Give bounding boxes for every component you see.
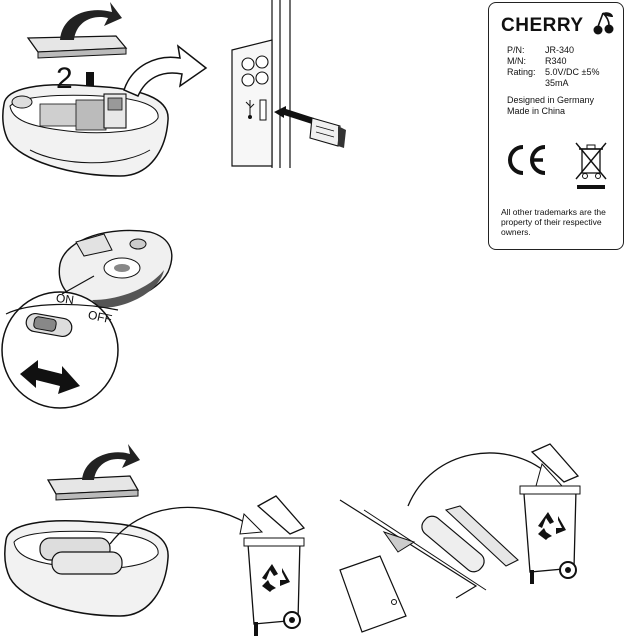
battery-disposal-illustration — [0, 440, 320, 638]
crossed-bin-icon — [573, 139, 609, 191]
usb-insert-illustration — [228, 0, 358, 170]
product-label: CHERRY P/N:JR-340 M/N:R340 Rating:5.0V/D… — [488, 2, 624, 250]
ce-mark-icon — [503, 143, 549, 177]
power-switch-illustration: ON OFF — [0, 210, 180, 410]
made-in: Made in China — [507, 106, 565, 117]
usb-dongle — [104, 94, 126, 128]
recycle-bin — [244, 496, 304, 636]
computer-case-drawing — [228, 0, 358, 170]
spec-row: P/N:JR-340 — [507, 45, 599, 56]
dongle-recycle-drawing — [336, 440, 626, 638]
out-arrow — [124, 46, 206, 96]
dongle-disposal-illustration — [336, 440, 626, 638]
spec-row: 35mA — [507, 78, 599, 89]
switch-on-label: ON — [55, 291, 75, 307]
battery-recycle-drawing — [0, 440, 320, 638]
trademark-notice: All other trademarks are the property of… — [501, 207, 615, 237]
recycle-bin — [520, 444, 580, 584]
spec-row: M/N:R340 — [507, 56, 599, 67]
spec-row: Rating:5.0V/DC ±5% — [507, 67, 599, 78]
battery-cover — [28, 36, 126, 58]
usb-dongle-insert — [310, 118, 346, 148]
spec-list: P/N:JR-340 M/N:R340 Rating:5.0V/DC ±5% 3… — [507, 45, 599, 89]
dongle-removal-illustration: 2 — [0, 0, 210, 180]
cherry-logo-icon — [593, 11, 615, 37]
designed-in: Designed in Germany — [507, 95, 594, 106]
step-number: 2 — [56, 62, 73, 96]
mouse-open-drawing — [0, 0, 210, 180]
brand-name: CHERRY — [501, 15, 584, 37]
mouse-body — [3, 85, 168, 176]
lift-arrow — [60, 2, 122, 40]
